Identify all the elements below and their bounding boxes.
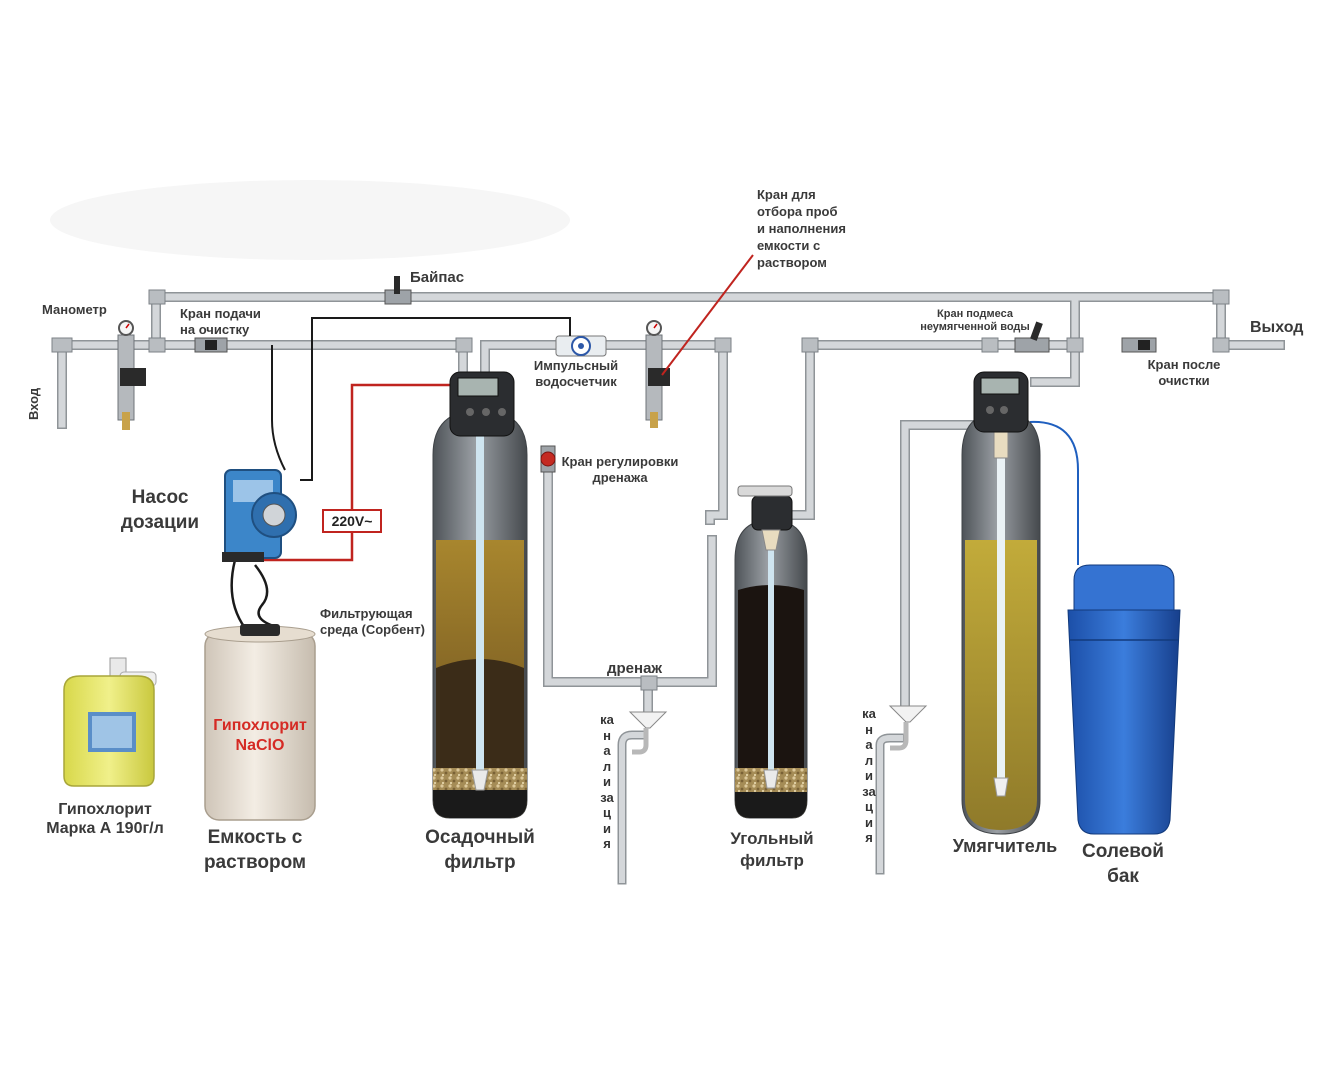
feed-valve-label: Кран подачи на очистку <box>180 306 261 337</box>
sewer-label-2: канализация <box>862 706 876 845</box>
inlet-label: Вход <box>26 387 41 420</box>
media-label: Фильтрующая среда (Сорбент) <box>320 606 425 637</box>
drain-label: дренаж <box>607 660 663 677</box>
drain-funnel-2 <box>888 705 928 751</box>
carbon-filter-label: Угольный фильтр <box>730 829 814 871</box>
pump-suction-hose <box>230 559 281 630</box>
feed-valve[interactable] <box>194 337 228 353</box>
pressure-gauge-label: Манометр <box>42 302 107 317</box>
power-wiring <box>262 383 450 562</box>
brine-tank-label: Солевой бак <box>1082 841 1164 887</box>
carbon-filter-vessel <box>734 485 808 819</box>
brine-line <box>1029 420 1079 565</box>
pipework <box>57 292 1285 885</box>
bypass-valve[interactable] <box>384 276 412 305</box>
after-valve-label: Кран после очистки <box>1147 357 1221 388</box>
solution-tank <box>204 624 316 821</box>
sediment-filter-vessel <box>432 371 528 819</box>
drain-valve-label: Кран регулировки дренажа <box>561 454 679 485</box>
sewer-label: канализация <box>600 712 614 851</box>
bypass-label: Байпас <box>410 269 465 286</box>
mix-valve-label: Кран подмеса неумягченной воды <box>920 308 1030 334</box>
sample-valve-label: Кран для отбора проб и наполнения емкост… <box>757 187 846 270</box>
gauge-assembly-inlet <box>117 320 146 430</box>
brine-tank <box>1067 564 1181 835</box>
sample-valve[interactable] <box>648 368 670 386</box>
voltage-label: 220V~ <box>322 509 382 533</box>
pulse-meter-label: Импульсный водосчетчик <box>533 358 619 389</box>
pulse-water-meter <box>555 335 607 357</box>
sample-valve-pointer <box>661 254 754 376</box>
background-smudge <box>50 180 570 260</box>
softener-vessel <box>961 371 1041 835</box>
control-wiring <box>271 317 571 481</box>
after-cleaning-valve[interactable] <box>1121 337 1157 353</box>
pipe-fittings <box>51 289 1230 691</box>
canister-label: Гипохлорит Марка А 190г/л <box>46 801 164 838</box>
tank-content-label: Гипохлорит NaClO <box>213 717 307 754</box>
manual-valve-head <box>751 495 793 531</box>
drain-funnel-1 <box>628 711 668 755</box>
mix-valve[interactable] <box>1014 321 1050 353</box>
dosing-pump-label: Насос дозации <box>120 487 200 533</box>
hypochlorite-canister <box>63 657 157 787</box>
outlet-label: Выход <box>1250 319 1304 336</box>
softener-label: Умягчитель <box>952 836 1058 856</box>
dosing-pump <box>222 469 297 562</box>
sediment-filter-label: Осадочный фильтр <box>425 827 535 873</box>
gauge-assembly-sample <box>645 320 670 428</box>
drain-regulation-valve[interactable] <box>540 445 556 473</box>
solution-tank-label: Емкость с раствором <box>203 827 307 873</box>
